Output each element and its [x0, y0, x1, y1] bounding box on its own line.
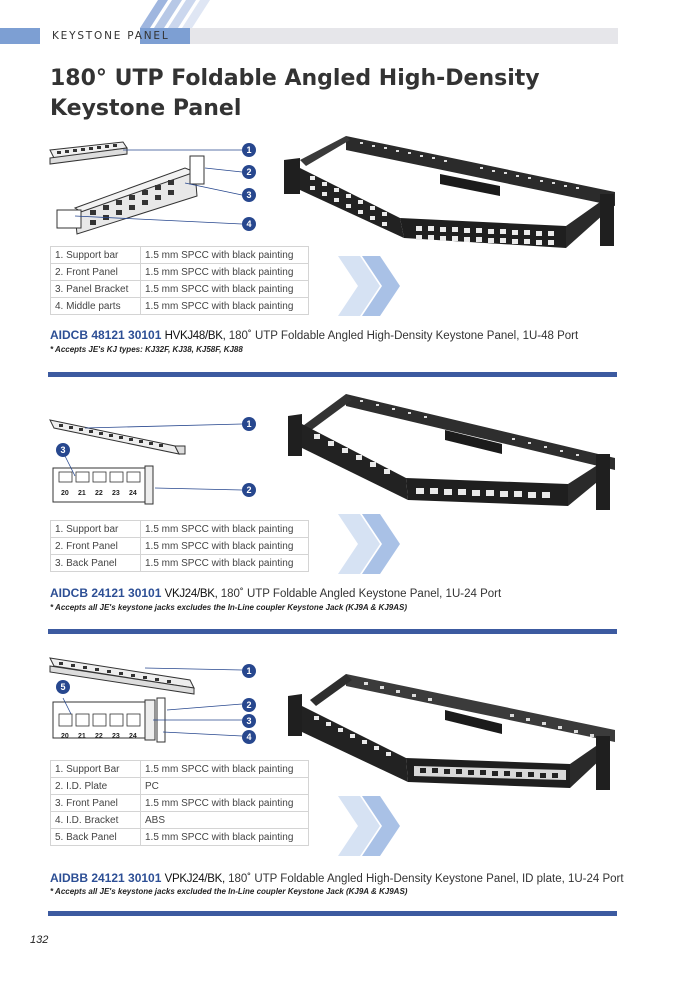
- spec-material: 1.5 mm SPCC with black painting: [140, 828, 309, 846]
- product-code: AIDBB 24121 30101: [50, 871, 162, 885]
- spec-part: 1. Support bar: [50, 246, 141, 264]
- callout-badge: 1: [242, 417, 256, 431]
- product-description: 180˚ UTP Foldable Angled Keystone Panel,…: [220, 588, 502, 600]
- product-photo: [288, 394, 615, 510]
- callout-badge: 3: [242, 714, 256, 728]
- product-photo: [288, 674, 615, 790]
- spec-part: 1. Support Bar: [50, 760, 141, 778]
- callout-badge: 1: [242, 143, 256, 157]
- product-photo: [284, 136, 615, 248]
- spec-material: 1.5 mm SPCC with black painting: [140, 794, 309, 812]
- compatibility-note: * Accepts all JE's keystone jacks exclud…: [50, 887, 408, 896]
- spec-part: 2. Front Panel: [50, 537, 141, 555]
- port-label: 24: [129, 490, 137, 497]
- port-label: 23: [112, 733, 120, 740]
- header-accent-bar: [0, 28, 40, 44]
- callout-badge: 3: [56, 443, 70, 457]
- port-label: 20: [61, 733, 69, 740]
- chevron-arrows-icon: [338, 256, 400, 316]
- port-label: 21: [78, 733, 86, 740]
- spec-part: 2. I.D. Plate: [50, 777, 141, 795]
- callout-badge: 4: [242, 217, 256, 231]
- port-label: 21: [78, 490, 86, 497]
- product-model: HVKJ48/BK,: [164, 330, 226, 342]
- product-code: AIDCB 24121 30101: [50, 586, 162, 600]
- spec-material: 1.5 mm SPCC with black painting: [140, 554, 309, 572]
- exploded-diagram: 20 21 22 23 24: [49, 657, 243, 743]
- callout-badge: 3: [242, 188, 256, 202]
- port-label: 20: [61, 490, 69, 497]
- callout-badge: 2: [242, 165, 256, 179]
- product-line: AIDCB 24121 30101 VKJ24/BK, 180˚ UTP Fol…: [50, 586, 501, 600]
- section-label: KEYSTONE PANEL: [52, 30, 170, 42]
- spec-material: 1.5 mm SPCC with black painting: [140, 537, 309, 555]
- compatibility-note: * Accepts all JE's keystone jacks exclud…: [50, 603, 408, 612]
- spec-material: 1.5 mm SPCC with black painting: [140, 520, 309, 538]
- section-divider: [48, 911, 617, 916]
- chevron-arrows-icon: [338, 514, 400, 574]
- port-label: 22: [95, 733, 103, 740]
- section-divider: [48, 372, 617, 377]
- port-label: 23: [112, 490, 120, 497]
- spec-part: 4. I.D. Bracket: [50, 811, 141, 829]
- product-description: 180˚ UTP Foldable Angled High-Density Ke…: [228, 873, 624, 885]
- callout-badge: 2: [242, 483, 256, 497]
- compatibility-note: * Accepts JE's KJ types: KJ32F, KJ38, KJ…: [50, 345, 243, 354]
- product-code: AIDCB 48121 30101: [50, 328, 162, 342]
- spec-part: 3. Back Panel: [50, 554, 141, 572]
- callout-badge: 5: [56, 680, 70, 694]
- spec-part: 4. Middle parts: [50, 297, 141, 315]
- product-description: 180˚ UTP Foldable Angled High-Density Ke…: [228, 330, 579, 342]
- callout-badge: 4: [242, 730, 256, 744]
- spec-material: 1.5 mm SPCC with black painting: [140, 280, 309, 298]
- page-number: 132: [30, 934, 49, 946]
- callout-badge: 1: [242, 664, 256, 678]
- spec-material: PC: [140, 777, 309, 795]
- chevron-arrows-icon: [338, 796, 400, 856]
- callout-badge: 2: [242, 698, 256, 712]
- product-model: VKJ24/BK,: [164, 588, 218, 600]
- product-model: VPKJ24/BK,: [164, 873, 226, 885]
- section-divider: [48, 629, 617, 634]
- exploded-diagram: 20 21 22 23 24: [49, 419, 243, 505]
- port-label: 22: [95, 490, 103, 497]
- header-bar: [190, 28, 618, 44]
- spec-part: 3. Panel Bracket: [50, 280, 141, 298]
- port-label: 24: [129, 733, 137, 740]
- spec-part: 2. Front Panel: [50, 263, 141, 281]
- product-line: AIDBB 24121 30101 VPKJ24/BK, 180˚ UTP Fo…: [50, 871, 624, 885]
- spec-material: 1.5 mm SPCC with black painting: [140, 246, 309, 264]
- product-line: AIDCB 48121 30101 HVKJ48/BK, 180˚ UTP Fo…: [50, 328, 578, 342]
- spec-material: 1.5 mm SPCC with black painting: [140, 263, 309, 281]
- exploded-diagram: [49, 141, 243, 235]
- spec-material: 1.5 mm SPCC with black painting: [140, 297, 309, 315]
- spec-material: ABS: [140, 811, 309, 829]
- page-title: 180° UTP Foldable Angled High-Density Ke…: [50, 66, 540, 121]
- spec-part: 3. Front Panel: [50, 794, 141, 812]
- spec-material: 1.5 mm SPCC with black painting: [140, 760, 309, 778]
- spec-part: 1. Support bar: [50, 520, 141, 538]
- spec-part: 5. Back Panel: [50, 828, 141, 846]
